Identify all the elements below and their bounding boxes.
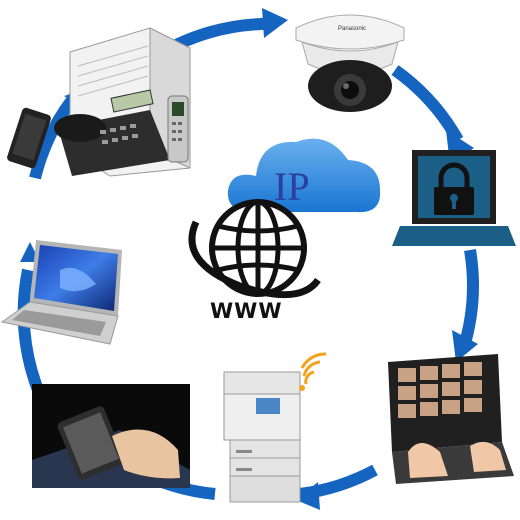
video-conference-laptop-icon: [388, 354, 514, 484]
laptop-lock-icon: [392, 150, 516, 246]
smartphone-hand-icon: [32, 384, 190, 488]
www-label: WWW: [210, 299, 283, 323]
pbx-phone-system-icon: [7, 27, 191, 177]
ip-cloud: IP: [227, 138, 381, 213]
laptop-icon: [0, 240, 122, 345]
security-camera-icon: Panasonic: [295, 14, 405, 112]
network-printer-icon: [223, 352, 327, 503]
ip-label: IP: [274, 164, 310, 209]
camera-brand-label: Panasonic: [338, 26, 366, 32]
globe-icon: WWW: [188, 199, 321, 323]
